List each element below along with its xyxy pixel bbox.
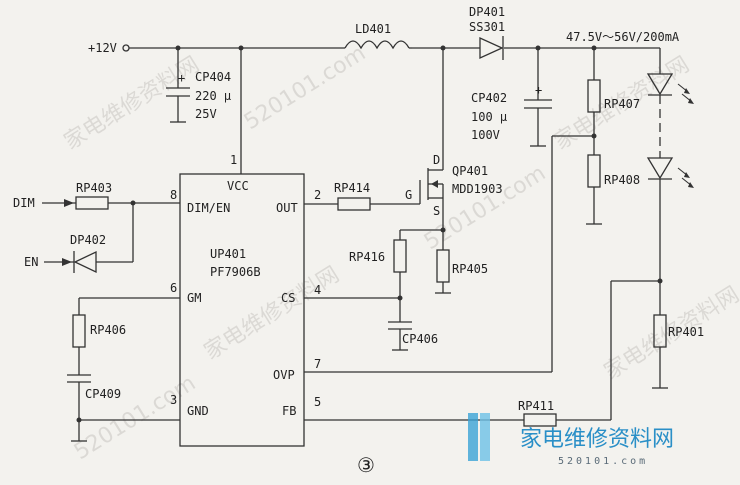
mdd1903-label: MDD1903 (452, 182, 503, 196)
cp406-label: CP406 (402, 332, 438, 346)
cp404-value: 220 μ (195, 89, 231, 103)
cp409-label: CP409 (85, 387, 121, 401)
pin-number: 8 (170, 188, 177, 202)
pin-number: 4 (314, 283, 321, 297)
pin-number: 6 (170, 281, 177, 295)
pin-number: 3 (170, 393, 177, 407)
en-input (44, 203, 134, 274)
ic-up401 (179, 173, 305, 447)
rp411-label: RP411 (518, 399, 554, 413)
cp402-value: 100 μ (471, 110, 507, 124)
drain-label: D (433, 153, 440, 167)
source-label: S (433, 204, 440, 218)
qp401-label: QP401 (452, 164, 488, 178)
brand-name: 家电维修资料网 (520, 427, 674, 452)
ic-part: PF7906B (210, 265, 261, 279)
watermark-text: 520101.com (240, 41, 370, 135)
pin-cs: CS (281, 291, 295, 305)
rp401-label: RP401 (668, 325, 704, 339)
rp414-label: RP414 (334, 181, 370, 195)
dp402-label: DP402 (70, 233, 106, 247)
cp402-voltage: 100V (471, 128, 500, 142)
pin-ovp: OVP (273, 368, 295, 382)
dim-input (42, 196, 180, 210)
ic-name: UP401 (210, 247, 246, 261)
rp405-label: RP405 (452, 262, 488, 276)
inductor-ld401 (344, 40, 412, 50)
watermark-text: 家电维修资料网 (60, 52, 204, 155)
ss301-label: SS301 (469, 20, 505, 34)
vin-label: +12V (88, 41, 117, 55)
mosfet-qp401 (419, 48, 446, 233)
cp402-label: CP402 (471, 91, 507, 105)
capacitor-cp402: + (524, 48, 552, 147)
pin-number: 1 (230, 153, 237, 167)
en-input-label: EN (24, 255, 38, 269)
pin-vcc: VCC (227, 179, 249, 193)
diode-dp401 (479, 36, 504, 60)
output-voltage-label: 47.5V～56V/200mA (566, 30, 680, 44)
pin-number: 2 (314, 188, 321, 202)
dp401-label: DP401 (469, 5, 505, 19)
rp408-label: RP408 (604, 173, 640, 187)
capacitor-cp404: + (166, 48, 190, 123)
cp404-voltage: 25V (195, 107, 217, 121)
feedback-path (304, 280, 660, 427)
gate-label: G (405, 188, 412, 202)
rp403-label: RP403 (76, 181, 112, 195)
cp404-label: CP404 (195, 70, 231, 84)
pin-number: 5 (314, 395, 321, 409)
pin-gm: GM (187, 291, 201, 305)
gm-network (67, 297, 180, 442)
sense-network (304, 229, 451, 351)
pin-gnd: GND (187, 404, 209, 418)
plus-sign: + (535, 83, 542, 97)
figure-number: ③ (357, 453, 375, 477)
plus-sign: + (178, 71, 185, 85)
rp407-label: RP407 (604, 97, 640, 111)
ld401-label: LD401 (355, 22, 391, 36)
pin-fb: FB (282, 404, 296, 418)
gate-drive (304, 197, 420, 211)
pin-dimen: DIM/EN (187, 201, 230, 215)
pin-out: OUT (276, 201, 298, 215)
brand-url: 520101.com (558, 456, 648, 467)
led-string (646, 48, 694, 389)
rp416-label: RP416 (349, 250, 385, 264)
pin-number: 7 (314, 357, 321, 371)
ovp-divider (304, 48, 602, 373)
brand-logo: 家电维修资料网 520101.com (468, 413, 674, 467)
dim-input-label: DIM (13, 196, 35, 210)
rp406-label: RP406 (90, 323, 126, 337)
